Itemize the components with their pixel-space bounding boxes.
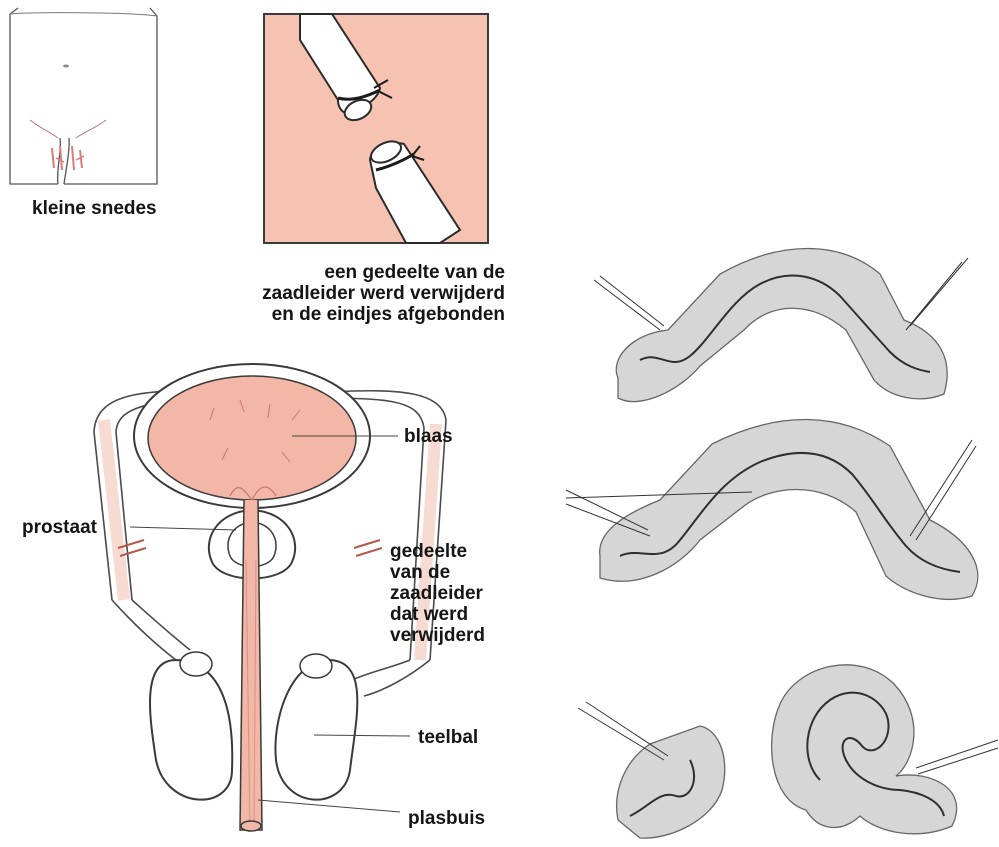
vas-removed-caption: een gedeelte van de zaadleider werd verw… — [262, 262, 505, 325]
vas-segment-line: gedeelte — [390, 541, 485, 562]
testis-label: teelbal — [418, 727, 478, 748]
vas-segment-line: dat werd — [390, 604, 485, 625]
microsurgery-vas-reconnection-icon — [566, 249, 998, 839]
caption-line: zaadleider werd verwijderd — [262, 283, 505, 304]
vas-segment-line: van de — [390, 562, 485, 583]
torso-icon — [10, 8, 157, 184]
caption-line: en de eindjes afgebonden — [262, 304, 505, 325]
vas-segment-line: zaadleider — [390, 583, 485, 604]
suture-panel-bottom — [578, 665, 998, 838]
incision-label: kleine snedes — [32, 198, 157, 219]
bladder-label: blaas — [404, 426, 453, 447]
suture-panel-top — [594, 249, 968, 402]
caption-line: een gedeelte van de — [262, 262, 505, 283]
suture-panel-middle — [566, 419, 978, 599]
vas-segment-label: gedeelte van de zaadleider dat werd verw… — [390, 541, 485, 646]
vas-segment-line: verwijderd — [390, 625, 485, 646]
cut-tube-icon — [264, 14, 488, 243]
urethra-label: plasbuis — [408, 808, 485, 829]
prostate-label: prostaat — [22, 517, 97, 538]
